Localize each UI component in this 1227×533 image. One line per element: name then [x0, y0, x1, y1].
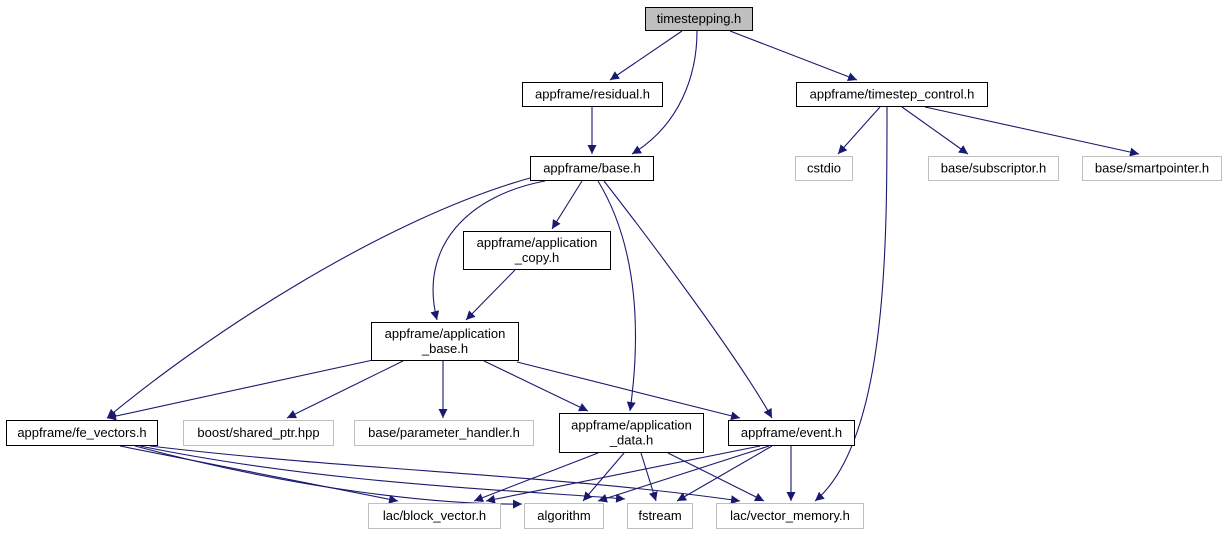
node-label: base/smartpointer.h	[1095, 161, 1209, 176]
edge-event-to-block-vector	[485, 445, 761, 504]
node-box	[645, 7, 753, 31]
edge-timestepping-to-base	[631, 30, 698, 155]
node-label: appframe/timestep_control.h	[810, 87, 975, 102]
node-box	[559, 413, 704, 453]
node-label: cstdio	[807, 161, 841, 176]
node-residual[interactable]: appframe/residual.h	[522, 82, 663, 107]
node-label: appframe/application	[385, 326, 506, 341]
edge-application-base-to-fe-vectors	[106, 359, 374, 421]
node-box	[928, 156, 1059, 181]
edges	[106, 30, 1140, 509]
node-label: _data.h	[609, 433, 653, 448]
node-label: fstream	[638, 508, 681, 523]
node-application-base[interactable]: appframe/application_base.h	[371, 322, 519, 361]
edge-application-base-to-event	[516, 361, 741, 421]
node-parameter-handler: base/parameter_handler.h	[354, 420, 534, 446]
edge-application-copy-to-application-base	[465, 269, 516, 321]
edge-base-to-application-copy	[551, 180, 583, 230]
node-label: lac/vector_memory.h	[730, 508, 850, 523]
node-box	[530, 156, 654, 181]
node-box	[1082, 156, 1222, 181]
node-smartpointer: base/smartpointer.h	[1082, 156, 1222, 181]
node-application-data[interactable]: appframe/application_data.h	[559, 413, 704, 453]
edge-timestep-control-to-subscriptor	[901, 106, 969, 155]
node-label: _base.h	[421, 341, 468, 356]
node-label: appframe/fe_vectors.h	[17, 425, 146, 440]
edge-event-to-algorithm	[597, 445, 770, 503]
node-box	[627, 503, 693, 529]
edge-base-to-event	[603, 180, 773, 419]
node-label: appframe/event.h	[741, 425, 842, 440]
node-subscriptor: base/subscriptor.h	[928, 156, 1059, 181]
node-box	[463, 231, 611, 270]
node-fe-vectors[interactable]: appframe/fe_vectors.h	[6, 420, 158, 446]
node-timestepping[interactable]: timestepping.h	[645, 7, 753, 31]
node-application-copy[interactable]: appframe/application_copy.h	[463, 231, 611, 270]
node-box	[6, 420, 158, 446]
edge-fe-vectors-to-fstream	[139, 445, 626, 503]
edge-timestep-control-to-smartpointer	[924, 106, 1140, 157]
edge-event-to-fstream	[676, 445, 773, 502]
node-cstdio: cstdio	[795, 156, 853, 181]
node-label: appframe/base.h	[543, 161, 641, 176]
edge-timestepping-to-timestep-control	[729, 30, 858, 81]
node-base[interactable]: appframe/base.h	[530, 156, 654, 181]
node-box	[183, 420, 334, 446]
node-box	[522, 82, 663, 107]
node-event[interactable]: appframe/event.h	[728, 420, 855, 446]
edge-application-data-to-fstream	[640, 452, 658, 502]
node-box	[524, 503, 604, 529]
nodes: timestepping.h appframe/residual.h appfram…	[6, 7, 1222, 529]
node-timestep-control[interactable]: appframe/timestep_control.h	[796, 82, 988, 107]
edge-timestepping-to-residual	[609, 30, 683, 81]
edge-fe-vectors-to-vector-memory	[149, 445, 741, 505]
node-fstream: fstream	[627, 503, 693, 529]
edge-base-to-fe-vectors	[106, 177, 531, 419]
node-algorithm: algorithm	[524, 503, 604, 529]
node-label: timestepping.h	[657, 11, 742, 26]
node-label: appframe/application	[571, 418, 692, 433]
node-label: _copy.h	[514, 250, 560, 265]
node-box	[371, 322, 519, 361]
edge-application-base-to-application-data	[483, 360, 589, 412]
node-vector-memory: lac/vector_memory.h	[716, 503, 864, 529]
node-box	[716, 503, 864, 529]
node-box	[728, 420, 855, 446]
edge-fe-vectors-to-block-vector	[119, 445, 399, 504]
edge-application-data-to-block-vector	[473, 452, 599, 502]
node-block-vector: lac/block_vector.h	[368, 503, 501, 529]
node-label: boost/shared_ptr.hpp	[197, 425, 319, 440]
node-label: base/parameter_handler.h	[368, 425, 520, 440]
edge-application-base-to-shared-ptr	[286, 360, 404, 419]
node-box	[368, 503, 501, 529]
edge-base-to-application-data	[597, 180, 637, 412]
node-label: base/subscriptor.h	[941, 161, 1047, 176]
edge-base-to-application-base	[430, 180, 546, 321]
edge-timestep-control-to-cstdio	[837, 106, 881, 155]
node-shared-ptr: boost/shared_ptr.hpp	[183, 420, 334, 446]
node-box	[796, 82, 988, 107]
node-label: algorithm	[537, 508, 590, 523]
node-label: appframe/application	[477, 235, 598, 250]
node-box	[795, 156, 853, 181]
edge-timestep-control-to-vector-memory	[814, 106, 888, 502]
node-box	[354, 420, 534, 446]
node-label: lac/block_vector.h	[383, 508, 486, 523]
node-label: appframe/residual.h	[535, 87, 650, 102]
